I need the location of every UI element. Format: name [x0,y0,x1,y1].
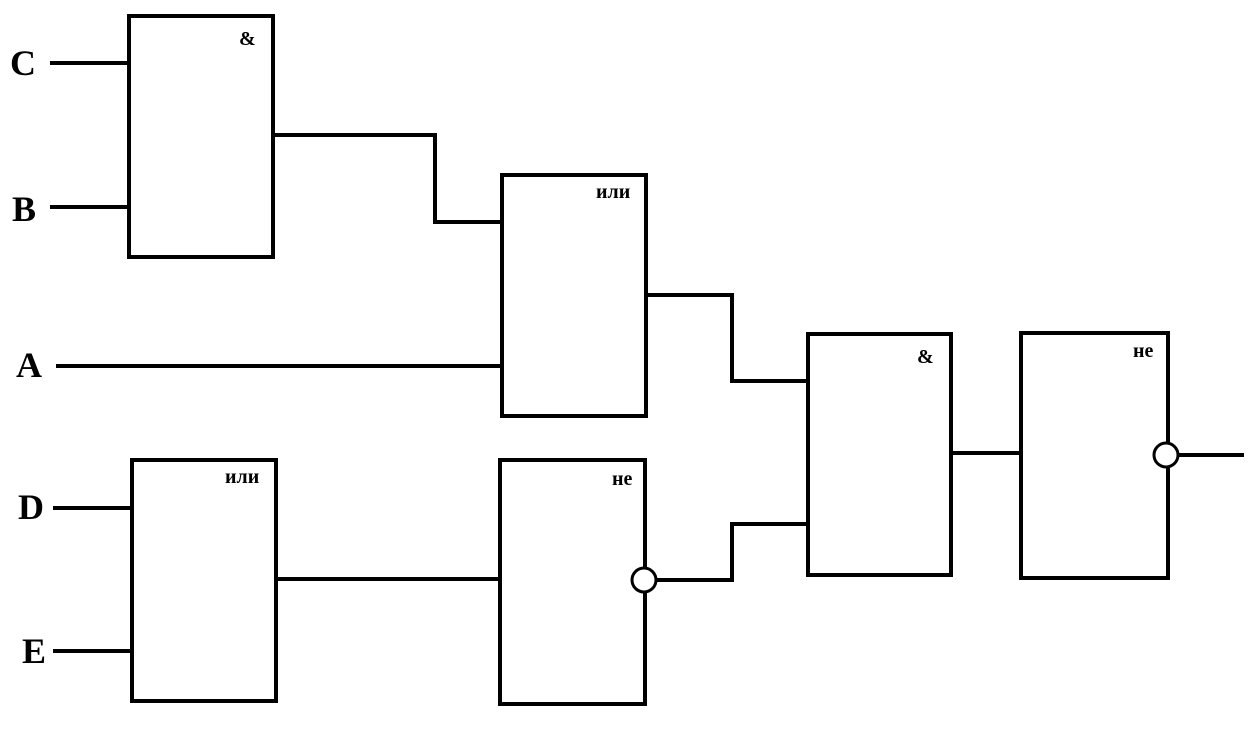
gate-not-2 [1019,331,1170,580]
gate-or-1 [500,173,648,418]
not2-inversion-bubble [1152,441,1180,469]
gate-and-1 [127,14,275,259]
input-label-b: B [12,189,36,229]
wire-and1-to-or1 [273,133,502,224]
gate-or-2-label: или [225,466,259,488]
not1-inversion-bubble [630,566,658,594]
wire-or1-to-and2 [646,293,808,383]
gate-or-2 [130,458,278,703]
gate-or-1-label: или [596,181,630,203]
gate-and-1-label: & [239,28,256,50]
input-label-e: E [22,631,46,671]
wire-not1-to-and2 [655,522,808,582]
gate-and-2-label: & [917,346,934,368]
input-label-a: A [16,345,42,385]
gate-not-2-label: не [1133,340,1154,362]
gate-not-1-label: не [612,468,633,490]
input-label-c: C [10,43,36,83]
gate-and-2 [806,332,953,577]
gate-not-1 [498,458,647,706]
input-label-d: D [18,487,44,527]
